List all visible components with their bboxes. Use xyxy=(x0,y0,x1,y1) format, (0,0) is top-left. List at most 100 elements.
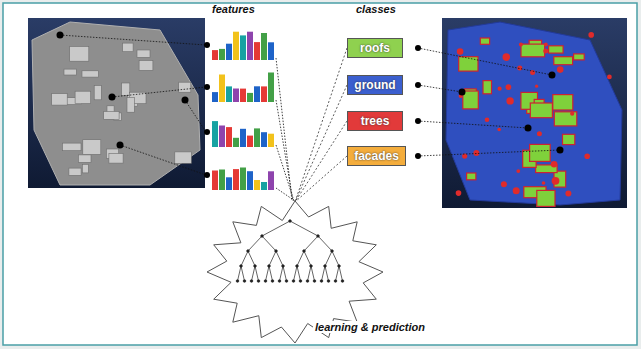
histogram-bar xyxy=(219,49,225,60)
histogram-bar xyxy=(233,89,239,103)
tree-branch xyxy=(262,221,290,236)
leader-line xyxy=(418,150,560,156)
point-marker xyxy=(117,142,124,149)
point-marker xyxy=(182,97,189,104)
tree-branch xyxy=(325,266,329,281)
classified-panel xyxy=(442,18,627,208)
tree-node xyxy=(292,280,295,283)
building xyxy=(179,82,191,92)
leader-line xyxy=(276,188,295,201)
roof-area xyxy=(530,144,551,161)
tree-branch xyxy=(248,251,255,266)
leader-line xyxy=(276,58,292,201)
leader-line xyxy=(185,100,206,132)
frame xyxy=(3,3,637,345)
building xyxy=(127,97,134,112)
roof-area xyxy=(554,112,577,126)
point-marker xyxy=(204,84,210,90)
histogram-bar xyxy=(219,75,225,103)
section-label: classes xyxy=(356,3,396,15)
tree-branch xyxy=(252,266,256,281)
histogram-bar xyxy=(226,177,232,190)
histogram-bar xyxy=(268,73,274,103)
histogram-bar xyxy=(247,171,253,190)
point-cloud-panel xyxy=(28,18,205,188)
building xyxy=(123,43,134,52)
roof-area xyxy=(554,57,573,65)
tree-branch xyxy=(255,266,259,281)
tree-branch xyxy=(241,266,245,281)
building xyxy=(82,71,98,77)
building xyxy=(52,94,67,106)
histogram-bar xyxy=(226,44,232,60)
tree-area xyxy=(542,181,546,185)
point-cloud-buildings xyxy=(52,43,192,175)
histogram-bar xyxy=(226,127,232,147)
roof-area xyxy=(574,54,585,60)
tree-branch xyxy=(280,266,284,281)
dashed-connector xyxy=(295,85,347,202)
tree-node xyxy=(334,280,337,283)
roof-area xyxy=(521,44,545,57)
tree-area xyxy=(565,191,571,197)
histogram-bar xyxy=(261,132,267,147)
histogram-bar xyxy=(240,168,246,191)
tree-branch xyxy=(266,266,270,281)
building xyxy=(83,140,101,155)
dashed-connector xyxy=(295,121,347,202)
histogram-bar xyxy=(254,42,260,60)
class-box: ground xyxy=(347,75,403,95)
leader-line xyxy=(418,85,462,92)
tree-node xyxy=(257,280,260,283)
class-box: roofs xyxy=(347,38,403,58)
point-marker xyxy=(415,153,421,159)
tree-area xyxy=(456,190,462,196)
building xyxy=(139,61,153,71)
tree-branch xyxy=(339,266,343,281)
tree-area xyxy=(537,131,542,136)
tree-branch xyxy=(290,221,318,236)
histogram-bar xyxy=(261,86,267,102)
tree-node xyxy=(320,280,323,283)
roof-area xyxy=(537,190,555,206)
roof-area xyxy=(530,103,552,118)
point-marker xyxy=(549,72,556,79)
histogram-bar xyxy=(247,32,253,60)
tree-branch xyxy=(332,251,339,266)
tree-branch xyxy=(294,266,298,281)
tree-area xyxy=(544,43,548,47)
tree-area xyxy=(543,49,548,54)
tree-area xyxy=(485,117,490,122)
tree-branch xyxy=(322,266,326,281)
point-markers xyxy=(57,32,564,179)
tree-node xyxy=(299,280,302,283)
tree-branch xyxy=(304,251,311,266)
tree-area xyxy=(552,177,560,185)
leader-lines xyxy=(60,35,560,201)
point-marker xyxy=(109,94,116,101)
building xyxy=(78,155,91,162)
histogram-bar xyxy=(233,169,239,190)
point-marker xyxy=(57,32,64,39)
roof-area xyxy=(483,81,492,94)
tree-node xyxy=(285,280,288,283)
tree-branch xyxy=(304,236,318,251)
classified-ground xyxy=(446,22,622,205)
tree-area xyxy=(584,154,590,160)
histogram-bar xyxy=(233,138,239,147)
tree-node xyxy=(278,280,281,283)
leader-line xyxy=(120,145,206,175)
tree-branch xyxy=(241,251,248,266)
histogram-bar xyxy=(261,182,267,190)
tree-area xyxy=(506,97,513,104)
point-marker xyxy=(204,172,210,178)
tree-branch xyxy=(283,266,287,281)
histogram-bar xyxy=(240,89,246,102)
tree-area xyxy=(513,187,520,194)
roof-area xyxy=(553,95,573,110)
roof-area xyxy=(467,173,476,180)
roof-area xyxy=(459,57,478,71)
tree-node xyxy=(250,280,253,283)
tree-node xyxy=(243,280,246,283)
